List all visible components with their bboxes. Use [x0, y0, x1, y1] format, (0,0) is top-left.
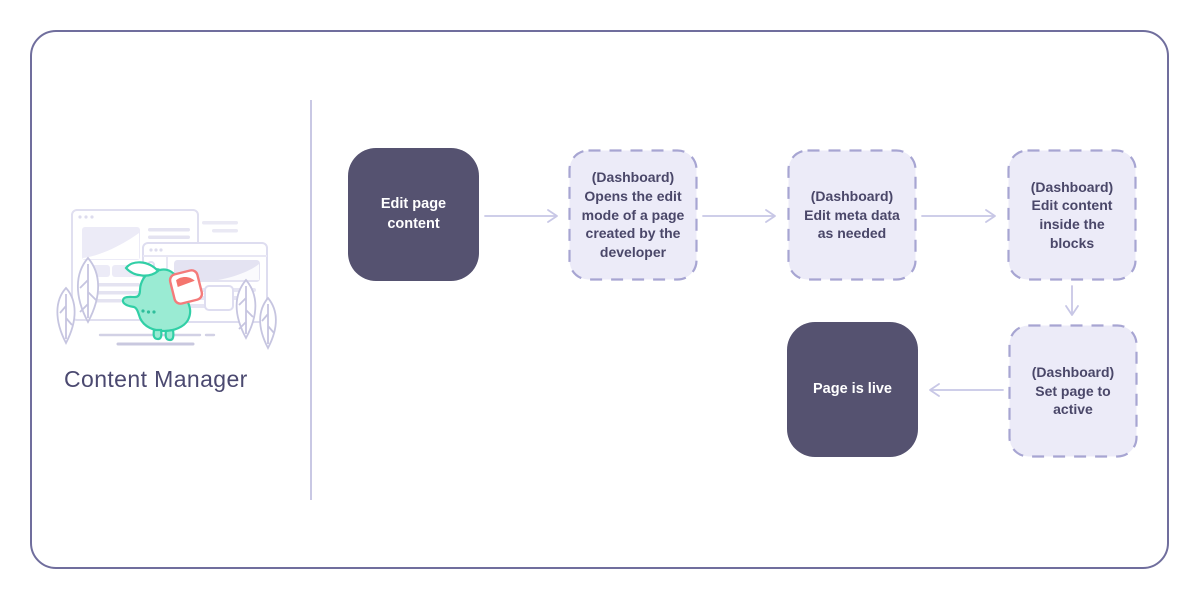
panel-divider [310, 100, 312, 500]
content-manager-mascot-illustration [56, 209, 277, 350]
plant-leaf-icon [56, 256, 99, 345]
flow-node-page-is-live: Page is live [787, 322, 918, 457]
node-label: Page is live [813, 380, 892, 397]
flow-node-open-edit-mode: (Dashboard) Opens the edit mode of a pag… [568, 149, 698, 281]
dashed-border [1007, 149, 1137, 281]
flow-node-edit-page-content: Edit page content [348, 148, 479, 281]
node-label: (Dashboard) Edit content inside the bloc… [1030, 178, 1114, 251]
mascot-icon [121, 261, 204, 342]
ground-line [98, 333, 216, 346]
arrow-down-icon [1065, 285, 1079, 316]
held-card-icon [168, 269, 204, 305]
decorative-line [202, 221, 238, 225]
node-label: (Dashboard) Opens the edit mode of a pag… [581, 169, 685, 260]
dashed-border [787, 149, 917, 281]
arrow-right-icon [702, 209, 776, 223]
node-label: Edit page content [380, 196, 447, 232]
flow-node-edit-content-blocks: (Dashboard) Edit content inside the bloc… [1007, 149, 1137, 281]
arrow-left-icon [929, 383, 1004, 397]
plant-leaf-icon [235, 278, 277, 350]
arrow-right-icon [921, 209, 996, 223]
dashed-border [1008, 324, 1138, 458]
dashed-border [568, 149, 698, 281]
node-label: (Dashboard) Edit meta data as needed [804, 188, 900, 242]
panel-title: Content Manager [64, 366, 248, 392]
flow-node-edit-meta-data: (Dashboard) Edit meta data as needed [787, 149, 917, 281]
leaf-icon [124, 261, 160, 277]
node-label: (Dashboard) Set page to active [1031, 364, 1115, 418]
arrow-right-icon [484, 209, 558, 223]
decorative-line [212, 229, 238, 233]
flow-node-set-page-active: (Dashboard) Set page to active [1008, 324, 1138, 458]
